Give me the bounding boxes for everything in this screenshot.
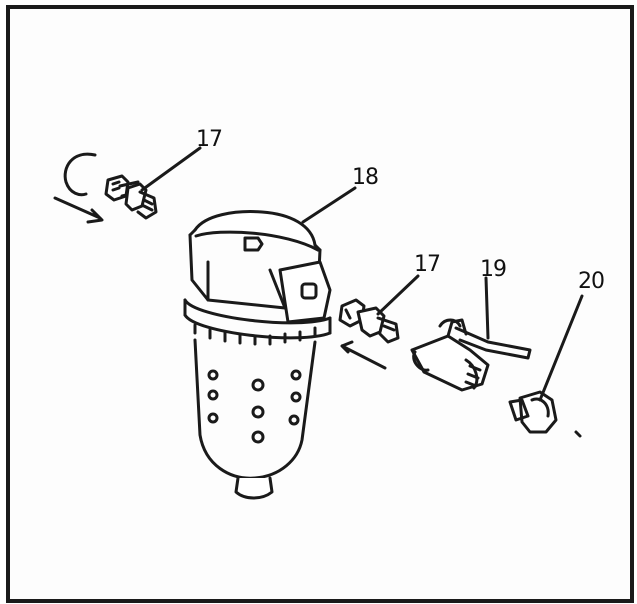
leader-18 [301,186,357,224]
fitting-17-left [104,174,158,220]
filter-assembly-18 [183,210,332,500]
rotation-arrow-icon [53,152,104,224]
leader-20 [538,294,584,402]
drain-valve-19 [410,318,532,392]
callout-17-right: 17 [414,252,441,277]
callout-17-left: 17 [196,127,223,152]
stray-mark [574,430,582,438]
leader-17-left [140,146,202,192]
fitting-17-right [338,298,400,344]
leader-17-right [376,274,420,316]
plug-20 [508,390,558,434]
direction-arrow-icon [340,340,387,370]
callout-19: 19 [480,257,507,282]
callout-20: 20 [578,269,605,294]
leader-19 [484,276,490,340]
callout-18: 18 [352,165,379,190]
